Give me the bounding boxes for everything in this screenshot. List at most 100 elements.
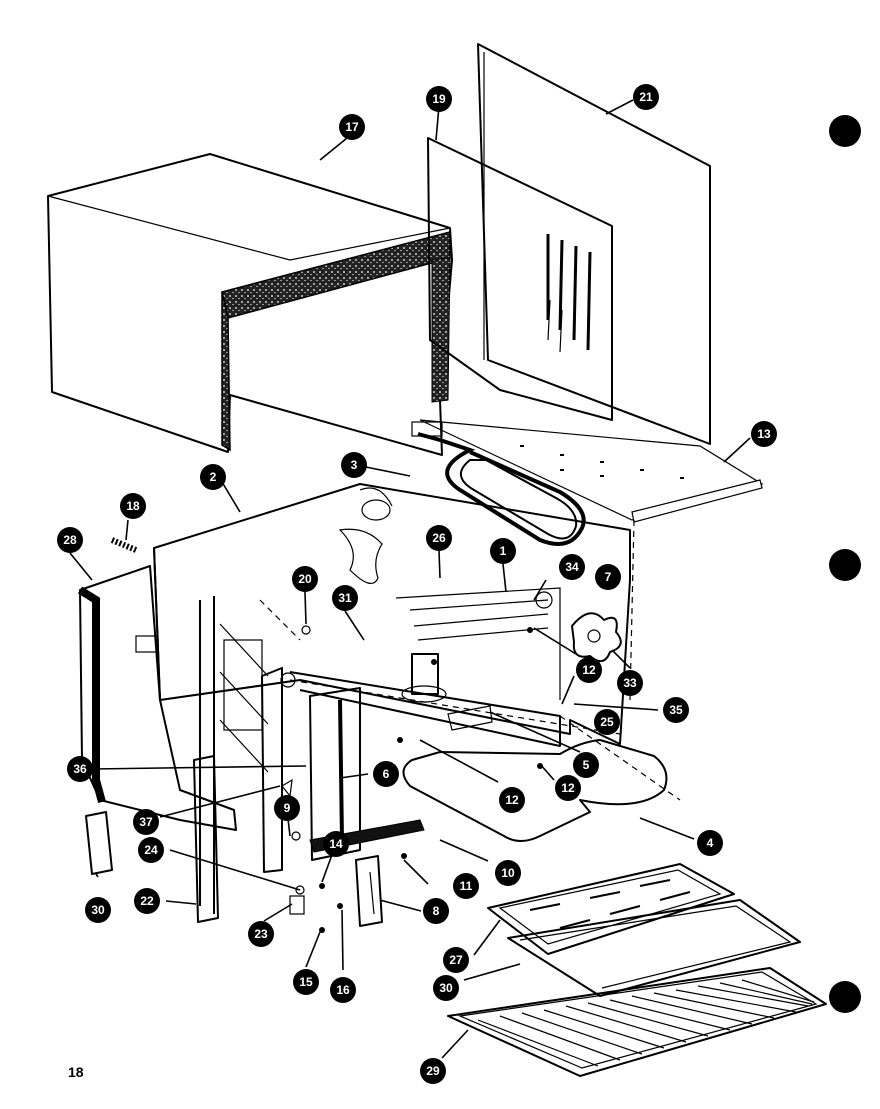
callout-11: 11 [453,873,479,899]
svg-text:33: 33 [623,676,637,690]
callout-10: 10 [495,860,521,886]
callout-30: 30 [433,975,459,1001]
assembly-guide-line [559,715,681,801]
svg-text:13: 13 [757,427,771,441]
side-trim-rail [193,755,219,923]
back-wall-panel [427,137,613,421]
svg-text:35: 35 [669,703,683,717]
svg-text:30: 30 [91,903,105,917]
callout-15: 15 [293,969,319,995]
callout-18: 18 [120,493,146,519]
callout-27: 27 [443,947,469,973]
callout-24: 24 [138,837,164,863]
svg-text:8: 8 [433,904,440,918]
callout-6: 6 [373,761,399,787]
svg-text:27: 27 [449,953,463,967]
svg-text:37: 37 [139,815,153,829]
callout-34: 34 [559,554,585,580]
callout-19: 19 [426,86,452,112]
bottom-plate [419,419,764,523]
svg-text:19: 19 [432,92,446,106]
svg-text:14: 14 [329,837,343,851]
callout-16: 16 [330,977,356,1003]
hinge-plate [355,855,383,927]
assembly-guide-line [629,519,635,701]
bake-element [402,739,668,842]
svg-text:3: 3 [351,458,358,472]
svg-text:36: 36 [73,762,87,776]
callout-35: 35 [663,697,689,723]
binder-hole-mark [829,981,861,1013]
svg-text:1: 1 [500,544,507,558]
svg-text:12: 12 [582,663,596,677]
callout-37: 37 [133,809,159,835]
oven-body [153,483,631,914]
callout-20: 20 [292,566,318,592]
svg-text:25: 25 [600,715,614,729]
insulation-wrap [47,153,453,456]
svg-text:21: 21 [639,90,653,104]
callout-23: 23 [248,921,274,947]
callout-7: 7 [595,564,621,590]
svg-text:11: 11 [460,879,473,893]
callout-29: 29 [420,1058,446,1084]
callout-5: 5 [573,752,599,778]
callout-1: 1 [490,538,516,564]
callout-14: 14 [323,831,349,857]
binder-hole-mark [829,549,861,581]
callout-12: 12 [499,787,525,813]
broiler-pan [507,899,801,997]
broiler-pan-insert [487,863,735,955]
svg-text:20: 20 [298,572,312,586]
spring-part [110,537,138,553]
callout-3: 3 [341,452,367,478]
rear-panel [477,43,711,445]
hardware-screws [281,625,543,933]
side-insulation [77,565,237,831]
callout-9: 9 [274,795,300,821]
svg-text:30: 30 [439,981,453,995]
callout-28: 28 [57,527,83,553]
callout-36: 36 [67,756,93,782]
callout-12: 12 [555,775,581,801]
svg-text:24: 24 [144,843,158,857]
callout-17: 17 [339,114,365,140]
svg-text:31: 31 [338,591,352,605]
callout-2: 2 [200,464,226,490]
svg-text:7: 7 [605,570,612,584]
svg-text:28: 28 [63,533,77,547]
callout-21: 21 [633,84,659,110]
fan-blade [571,612,622,663]
svg-text:5: 5 [583,758,590,772]
svg-text:12: 12 [561,781,575,795]
callout-33: 33 [617,670,643,696]
callout-31: 31 [332,585,358,611]
svg-text:18: 18 [126,499,140,513]
callout-25: 25 [594,709,620,735]
svg-text:26: 26 [432,531,446,545]
callout-30: 30 [85,897,111,923]
broil-element [411,421,586,546]
callout-26: 26 [426,525,452,551]
fan-hub [535,591,553,609]
svg-text:9: 9 [284,801,291,815]
thermostat-bracket [401,653,493,731]
callout-13: 13 [751,421,777,447]
svg-text:17: 17 [345,120,359,134]
svg-text:10: 10 [501,866,515,880]
svg-text:4: 4 [707,836,714,850]
svg-text:12: 12 [505,793,519,807]
callout-8: 8 [423,898,449,924]
svg-text:23: 23 [254,927,268,941]
svg-text:15: 15 [299,975,313,989]
assembly-guide-line [289,679,621,735]
svg-text:29: 29 [426,1064,440,1078]
svg-text:6: 6 [383,767,390,781]
binder-hole-mark [829,115,861,147]
callout-22: 22 [134,888,160,914]
assembly-guide-line [259,599,301,641]
svg-text:22: 22 [140,894,154,908]
callout-12: 12 [576,657,602,683]
svg-text:2: 2 [210,470,217,484]
